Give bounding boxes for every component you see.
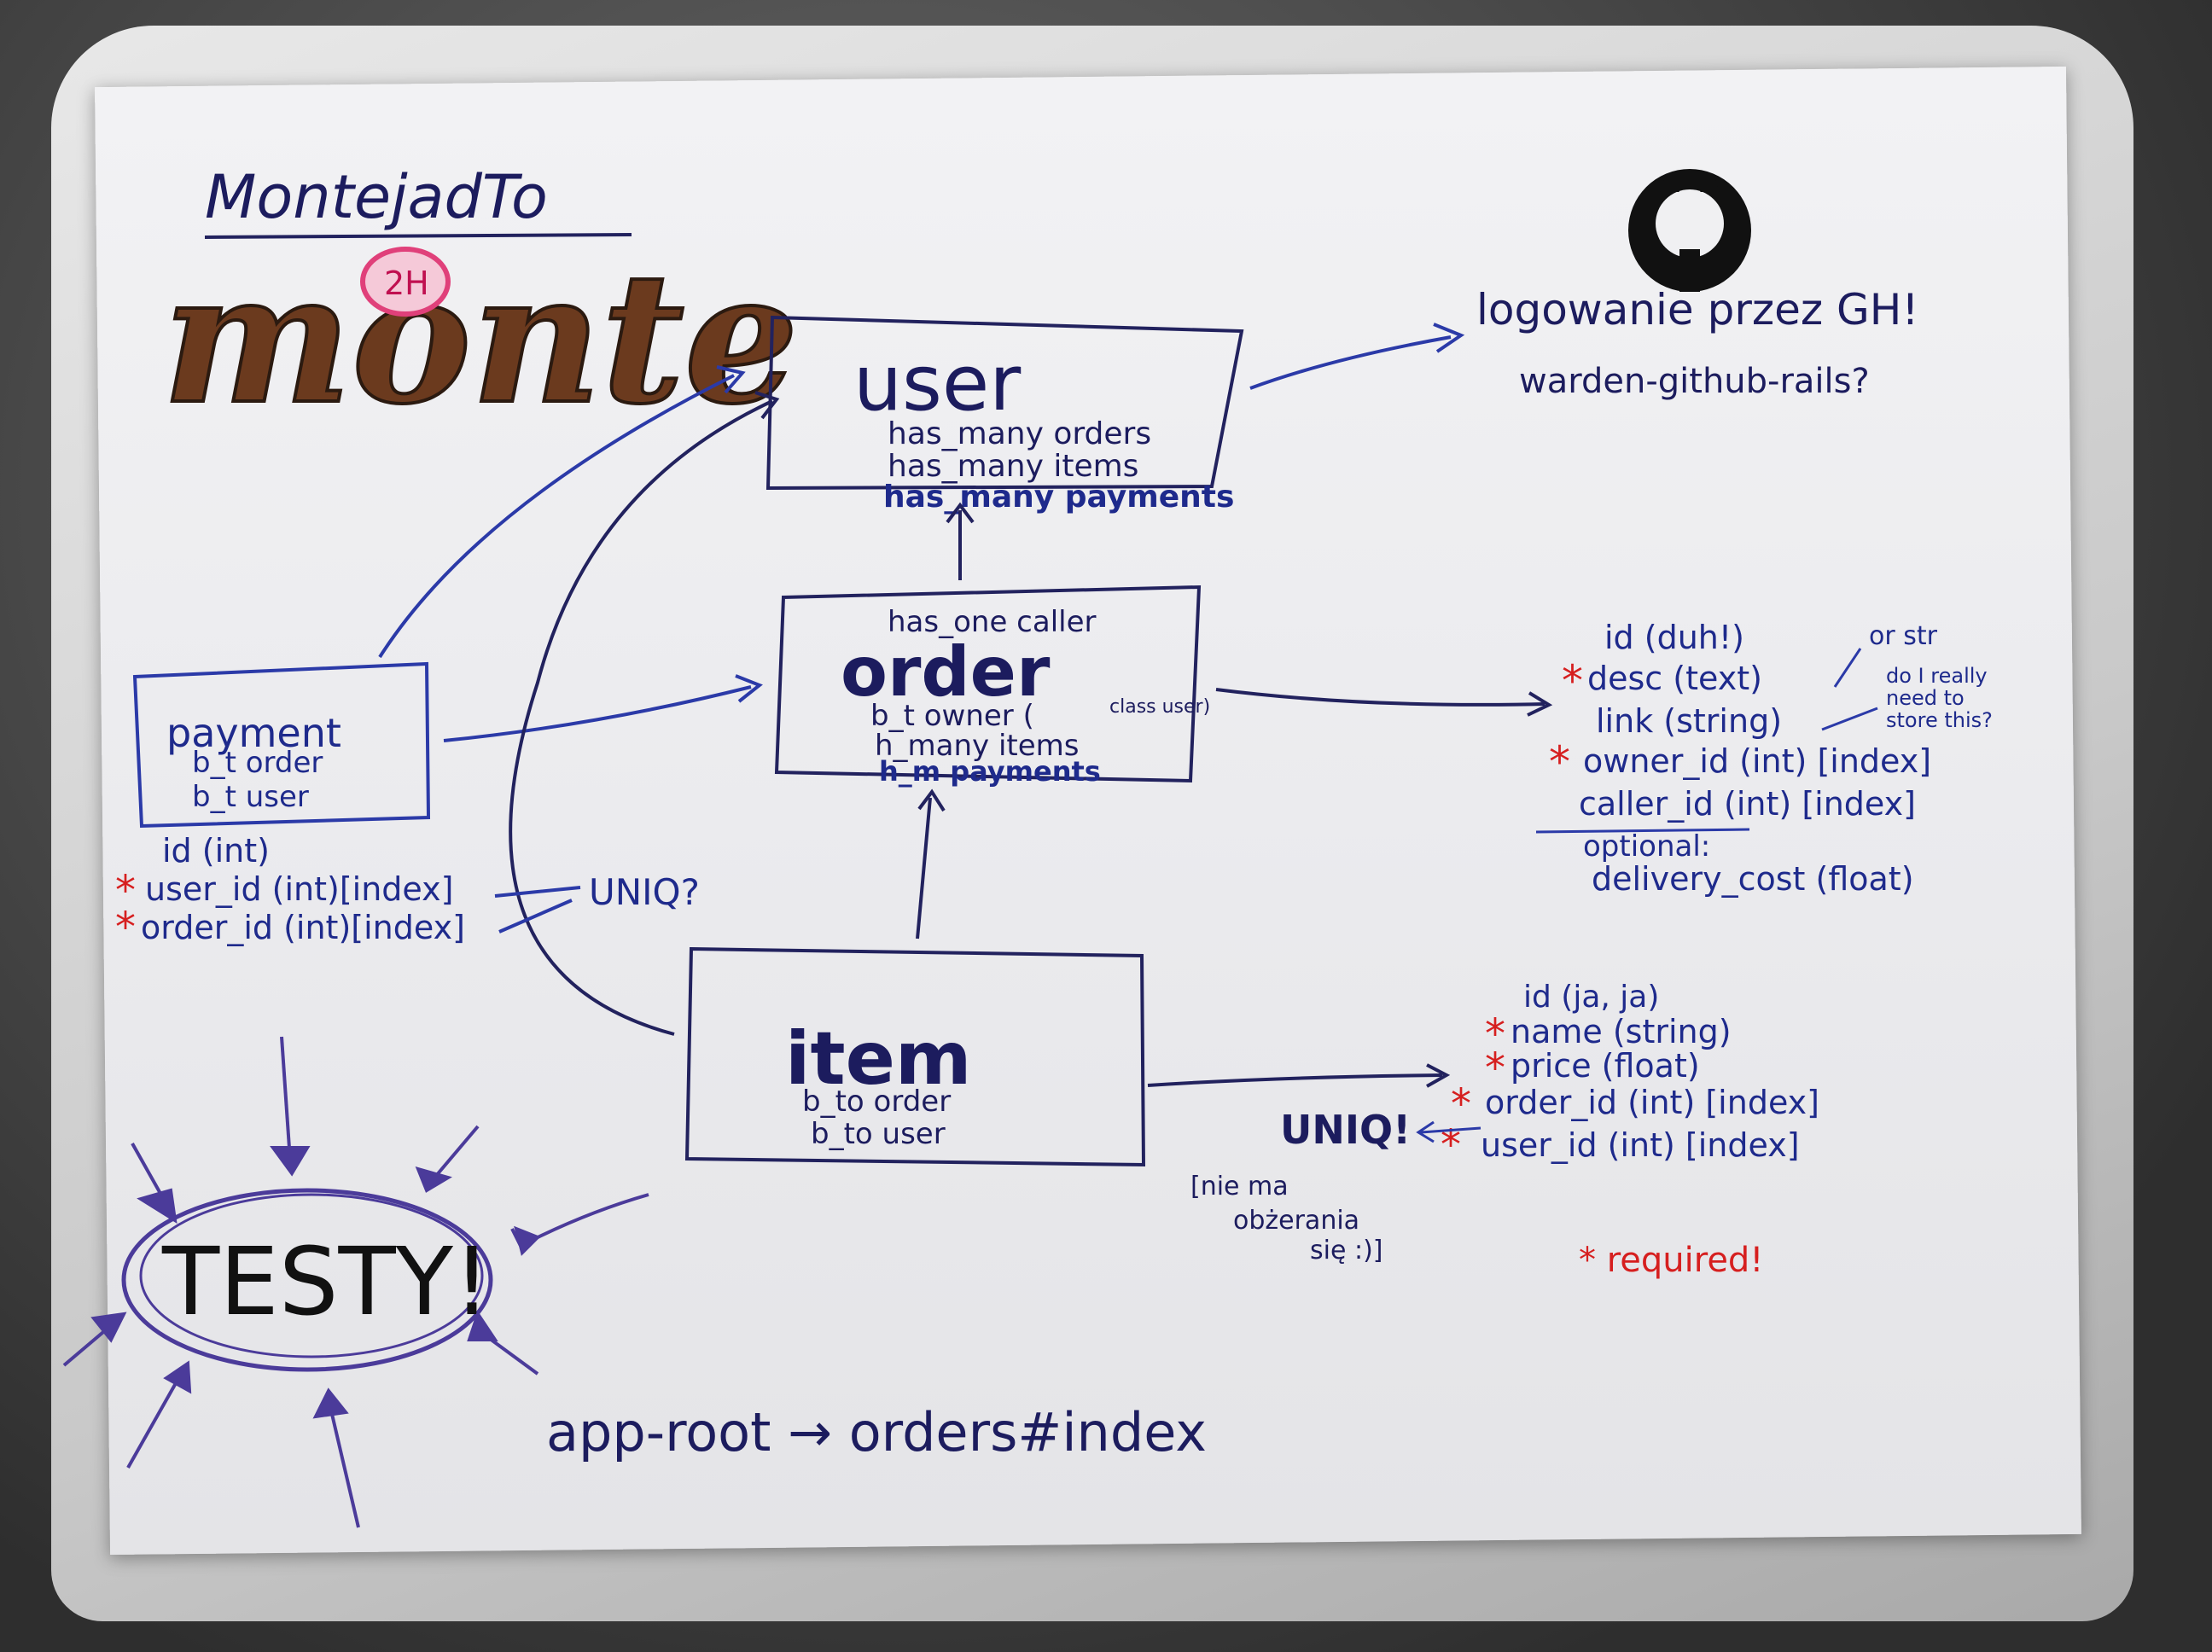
payment-field-id: id (int) (162, 832, 270, 870)
order-class-note: class user) (1109, 696, 1210, 718)
testy-label: TESTY! (161, 1227, 491, 1336)
order-relation-1: b_t owner ( (870, 699, 1034, 733)
order-note-store-2: need to (1886, 686, 1965, 710)
order-note-store-3: store this? (1886, 708, 1993, 732)
order-required-star-owner: * (1549, 737, 1570, 787)
order-optional-divider (1535, 828, 1750, 834)
user-relation-1: has_many orders (888, 416, 1151, 451)
item-uniq-note-2: obżerania (1233, 1206, 1359, 1236)
item-field-name: name (string) (1511, 1013, 1732, 1050)
item-field-id: id (ja, ja) (1523, 980, 1659, 1015)
payment-required-star-2: * (115, 904, 136, 951)
item-uniq-note-1: [nie ma (1190, 1172, 1289, 1201)
logo-text: monte (162, 233, 799, 444)
order-relation-2: h_many items (875, 729, 1080, 763)
order-note-or-str: or str (1869, 621, 1938, 651)
required-legend: * required! (1579, 1241, 1763, 1280)
order-field-caller-id: caller_id (int) [index] (1579, 785, 1916, 823)
item-required-star-price: * (1485, 1044, 1505, 1092)
order-field-owner-id: owner_id (int) [index] (1583, 742, 1931, 780)
order-required-star-desc: * (1562, 656, 1583, 706)
github-gem-text: warden-github-rails? (1519, 362, 1870, 401)
logo-badge-text: 2H (384, 265, 429, 302)
order-entity-name: order (841, 632, 1051, 712)
order-optional-label: optional: (1583, 829, 1710, 864)
monte-logo: monte 2H (160, 231, 800, 445)
item-field-price: price (float) (1511, 1047, 1700, 1085)
item-required-star-order: * (1451, 1080, 1471, 1128)
user-entity-box: user has_many orders has_many items has_… (765, 315, 1244, 515)
testy-cluster: TESTY! (62, 1036, 541, 1528)
item-required-star-name: * (1485, 1010, 1505, 1058)
order-field-delivery-cost: delivery_cost (float) (1592, 860, 1914, 898)
github-icon (1628, 169, 1751, 292)
user-entity-name: user (853, 339, 1021, 428)
payment-field-order-id: order_id (int)[index] (141, 909, 465, 946)
item-entity-box: item b_to order b_to user (684, 946, 1146, 1167)
github-login-text: logowanie przez GH! (1476, 285, 1918, 334)
order-field-link: link (string) (1596, 702, 1782, 740)
order-note-store-1: do I really (1886, 664, 1988, 688)
payment-relation-2: b_t user (192, 780, 309, 814)
arrow-user-to-github (1249, 335, 1452, 390)
item-relation-2: b_to user (811, 1117, 946, 1151)
relationship-arrows (378, 365, 1553, 1243)
user-relation-2: has_many items (888, 449, 1138, 484)
order-relation-3: h_m payments (879, 755, 1101, 788)
order-notes-arrows (1821, 648, 1878, 731)
order-top-note: has_one caller (888, 605, 1097, 639)
order-entity-box: has_one caller order b_t owner ( class u… (774, 585, 1210, 788)
payment-required-star-1: * (115, 867, 136, 915)
user-relation-3: has_many payments (883, 480, 1234, 515)
item-field-order-id: order_id (int) [index] (1485, 1084, 1819, 1121)
payment-field-user-id: user_id (int)[index] (145, 870, 453, 908)
order-field-desc: desc (text) (1587, 660, 1762, 697)
payment-uniq-label: UNIQ? (589, 871, 700, 913)
order-field-id: id (duh!) (1604, 619, 1744, 656)
title-underline (204, 233, 632, 239)
payment-entity-name: payment (166, 710, 341, 756)
item-entity-name: item (785, 1016, 972, 1102)
item-uniq-label: UNIQ! (1280, 1107, 1411, 1153)
payment-entity-box: payment b_t order b_t user (132, 661, 431, 829)
payment-uniq-brace (494, 886, 581, 934)
item-relation-1: b_to order (802, 1085, 951, 1119)
item-uniq-note-3: się :)] (1310, 1236, 1382, 1265)
item-uniq-arrow (1416, 1120, 1481, 1143)
payment-relation-1: b_t order (192, 746, 323, 780)
title-text: MontejadTo (205, 162, 548, 232)
logo-badge-circle (360, 247, 451, 317)
item-field-user-id: user_id (int) [index] (1481, 1126, 1800, 1164)
root-route-text: app-root → orders#index (546, 1401, 1207, 1463)
